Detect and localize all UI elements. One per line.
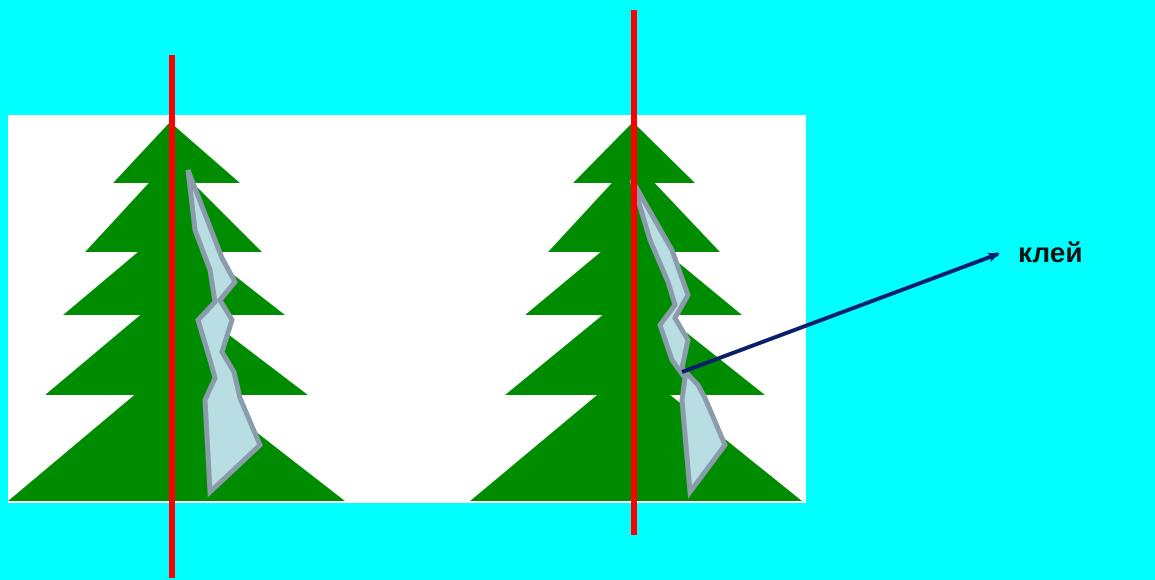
glue-label: клей: [1018, 236, 1083, 270]
